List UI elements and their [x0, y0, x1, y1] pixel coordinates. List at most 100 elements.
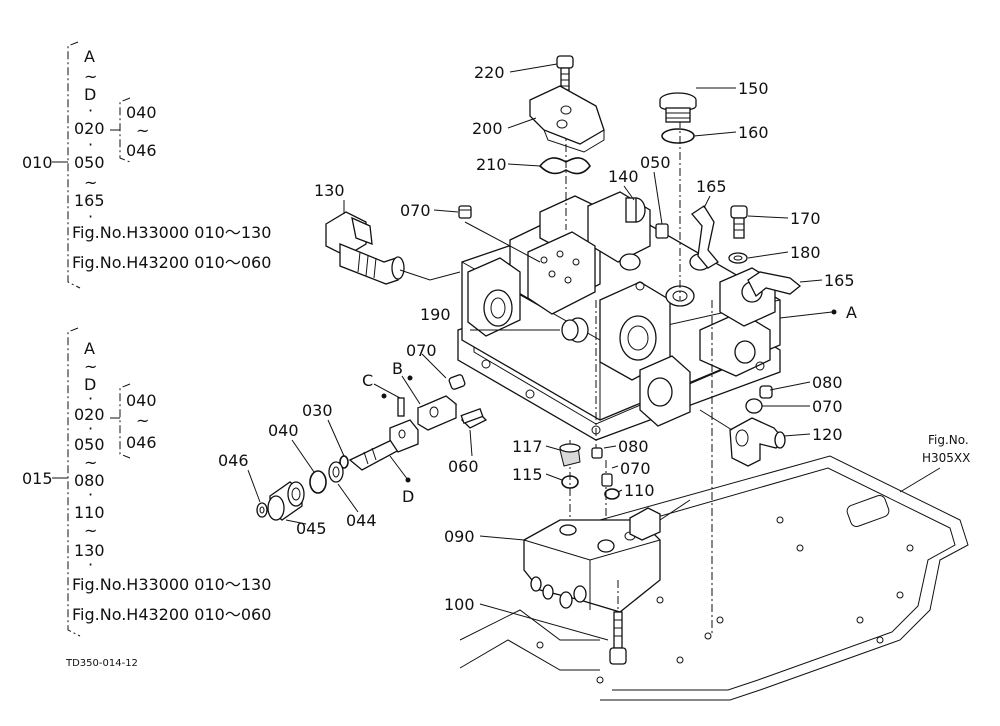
index-015-item: · [88, 419, 93, 438]
callout-150: 150 [738, 79, 769, 98]
o-ring-115 [561, 475, 579, 489]
plug-070-mid [448, 374, 466, 390]
index-015-item: 050 [74, 435, 105, 454]
index-015-item: ~ [84, 521, 97, 540]
index-015-item: · [88, 555, 93, 574]
washer-044 [328, 461, 344, 483]
callout-leaders [247, 63, 833, 641]
index-group-015: 015 A ~ D · 020 · 050 ~ 080 · 110 ~ 130 … [22, 327, 271, 637]
index-015-fig1: Fig.No.H33000 010～130 [72, 575, 271, 594]
callout-080-lower: 080 [618, 437, 649, 456]
index-group-010: 010 A ~ D · 020 · 050 ~ 165 · 040 ~ 046 … [22, 41, 271, 289]
callout-165-upper: 165 [696, 177, 727, 196]
index-010-item: A [84, 47, 95, 66]
pin-c [397, 397, 405, 417]
plug-050 [655, 223, 669, 239]
index-010-item: · [88, 207, 93, 226]
fig-ref-line2: H305XX [922, 451, 970, 465]
filter-117 [559, 443, 581, 467]
callout-070-right: 070 [812, 397, 843, 416]
callout-120: 120 [812, 425, 843, 444]
callout-160: 160 [738, 123, 769, 142]
callout-060: 060 [448, 457, 479, 476]
index-010-item: ~ [84, 67, 97, 86]
drawing-number: TD350-014-12 [65, 658, 138, 669]
fitting-130 [325, 211, 405, 285]
spool-b [416, 395, 458, 431]
bolt-220 [556, 55, 574, 91]
group-010-number: 010 [22, 153, 53, 172]
washer-046 [256, 502, 268, 518]
index-015-item: D [84, 375, 96, 394]
fig-ref-line1: Fig.No. [928, 433, 969, 447]
callout-dots [381, 309, 837, 483]
index-010-item: 020 [74, 119, 105, 138]
pipe-165-upper [691, 205, 719, 269]
callout-070-lower: 070 [620, 459, 651, 478]
index-015-sub: 040 [126, 391, 157, 410]
index-015-item: A [84, 339, 95, 358]
index-015-item: 130 [74, 541, 105, 560]
index-015-item: · [88, 389, 93, 408]
index-010-sub: ~ [136, 121, 149, 140]
callout-080-right: 080 [812, 373, 843, 392]
index-015-sub: ~ [136, 411, 149, 430]
pin-060 [460, 407, 488, 429]
o-ring-110 [604, 488, 620, 500]
o-ring-040 [309, 470, 327, 494]
index-010-item: · [88, 135, 93, 154]
plug-080-lower [591, 447, 603, 459]
group-015-number: 015 [22, 469, 53, 488]
plug-045 [267, 481, 305, 521]
callout-190: 190 [420, 305, 451, 324]
o-ring-210 [538, 157, 591, 175]
callout-030: 030 [302, 401, 333, 420]
callout-c: C [362, 371, 373, 390]
callout-170: 170 [790, 209, 821, 228]
index-015-item: 020 [74, 405, 105, 424]
callout-210: 210 [476, 155, 507, 174]
callout-045: 045 [296, 519, 327, 538]
plug-190 [561, 319, 579, 341]
callout-110: 110 [624, 481, 655, 500]
index-010-fig2: Fig.No.H43200 010～060 [72, 253, 271, 272]
index-010-fig1: Fig.No.H33000 010～130 [72, 223, 271, 242]
callout-100: 100 [444, 595, 475, 614]
callout-070-mid: 070 [406, 341, 437, 360]
plug-070-top [458, 205, 472, 219]
callout-200: 200 [472, 119, 503, 138]
bolt-170 [730, 205, 748, 239]
index-010-sub: 040 [126, 103, 157, 122]
callout-d: D [402, 487, 414, 506]
pipe-165-lower [747, 271, 802, 298]
figure-reference: Fig.No. H305XX [899, 433, 970, 493]
index-010-sub: 046 [126, 141, 157, 160]
plug-150 [659, 92, 697, 123]
callout-040: 040 [268, 421, 299, 440]
elbow-120 [729, 417, 786, 467]
transmission-case-plate [459, 455, 969, 701]
callout-165-lower: 165 [824, 271, 855, 290]
index-015-fig2: Fig.No.H43200 010～060 [72, 605, 271, 624]
index-015-item: 080 [74, 471, 105, 490]
bolt-100 [609, 611, 627, 665]
index-010-item: 165 [74, 191, 105, 210]
washer-180 [728, 252, 748, 264]
plug-070-lower [601, 473, 613, 487]
index-010-item: 050 [74, 153, 105, 172]
valve-090 [523, 507, 661, 613]
o-ring-160 [661, 128, 695, 144]
index-010-item: D [84, 85, 96, 104]
spool-d [348, 419, 419, 471]
callout-044: 044 [346, 511, 377, 530]
callout-220: 220 [474, 63, 505, 82]
index-015-item: ~ [84, 357, 97, 376]
plug-070-right [745, 398, 763, 414]
callout-050: 050 [640, 153, 671, 172]
index-010-item: · [88, 101, 93, 120]
plug-080-right [759, 385, 773, 399]
valve-body-assembly [457, 191, 781, 441]
callout-labels: 220 200 210 150 160 130 070 140 050 165 … [218, 63, 857, 614]
index-015-item: ~ [84, 453, 97, 472]
